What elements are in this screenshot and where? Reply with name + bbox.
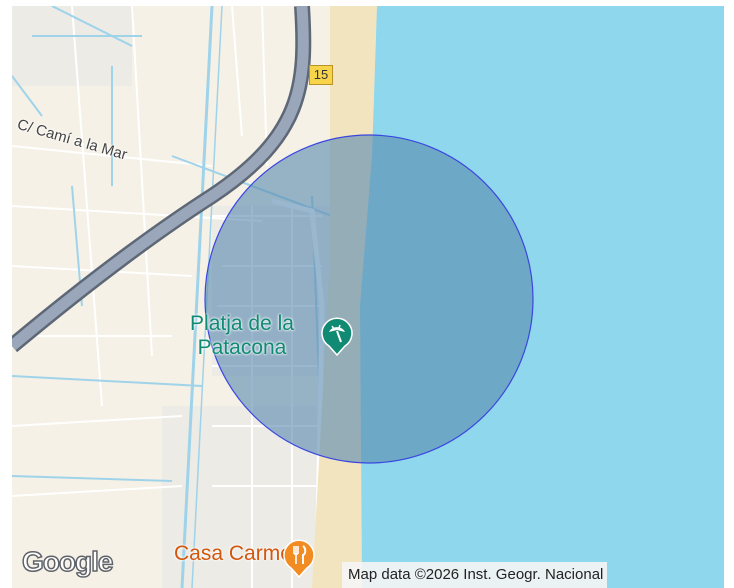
route-badge: 15	[309, 65, 333, 85]
google-logo: Google	[21, 545, 114, 578]
sea-area	[360, 6, 724, 588]
highway	[12, 6, 309, 351]
map-attribution[interactable]: Map data ©2026 Inst. Geogr. Nacional	[342, 562, 608, 588]
map-canvas[interactable]	[12, 6, 724, 588]
beach-umbrella-icon[interactable]	[320, 316, 354, 356]
fork-knife-icon[interactable]	[282, 538, 316, 578]
restaurant-label[interactable]: Casa Carmela	[174, 542, 309, 565]
radius-circle[interactable]	[204, 134, 534, 464]
poi-label-line-1: Platja de la	[190, 312, 294, 335]
map-view[interactable]: C/ Camí a la Mar 15 Platja de la Patacon…	[12, 6, 724, 588]
poi-label-line-2: Patacona	[197, 336, 287, 359]
poi-label-beach[interactable]: Platja de la Patacona	[162, 312, 322, 360]
